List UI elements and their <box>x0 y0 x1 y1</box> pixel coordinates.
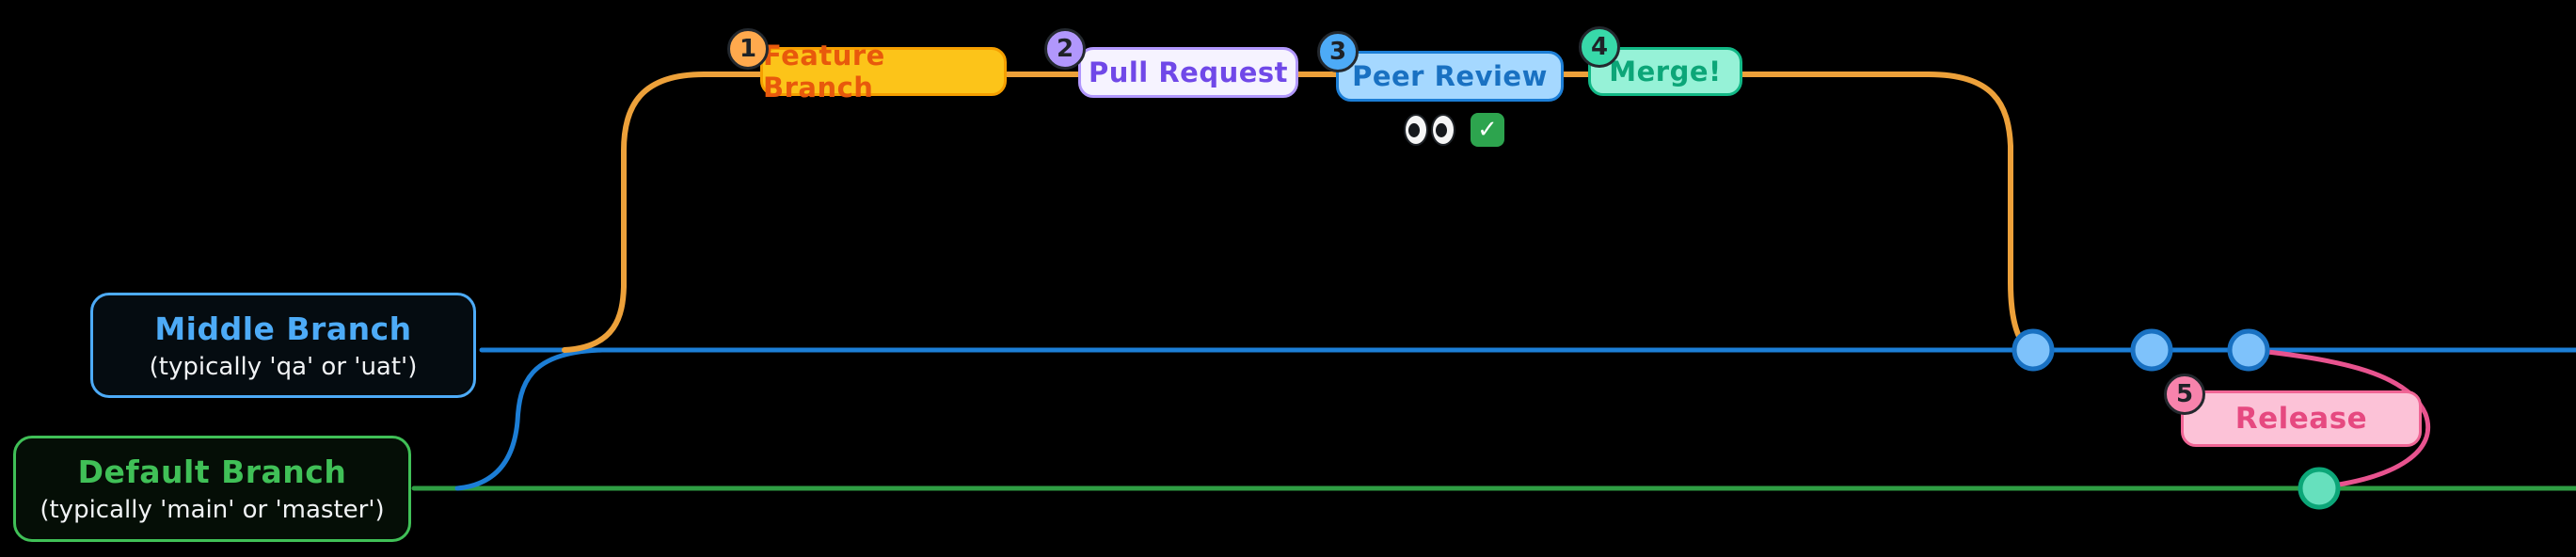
feature-branch-line <box>562 72 2036 353</box>
default-branch-subtitle: (typically 'main' or 'master') <box>40 496 385 524</box>
commit-node <box>2130 328 2173 372</box>
step-label: Feature Branch <box>763 40 885 103</box>
commit-node <box>2227 328 2270 372</box>
middle-branch-title: Middle Branch <box>154 310 412 347</box>
eye-left <box>1404 114 1428 146</box>
branch-up-connector-line <box>454 347 605 491</box>
eyes-icon <box>1404 114 1455 146</box>
step-label: Release <box>2234 402 2368 436</box>
default-branch-label: Default Branch (typically 'main' or 'mas… <box>13 436 411 542</box>
step-1-badge: 1 <box>727 28 769 70</box>
step-peer-review: Peer Review <box>1336 51 1564 102</box>
default-branch-title: Default Branch <box>77 454 347 490</box>
release-commit-node <box>2298 467 2341 510</box>
eye-right <box>1431 114 1455 146</box>
step-merge: Merge! <box>1588 47 1742 96</box>
step-4-badge: 4 <box>1579 26 1620 68</box>
step-3-badge: 3 <box>1317 31 1359 72</box>
middle-branch-label: Middle Branch (typically 'qa' or 'uat') <box>90 293 476 398</box>
step-pull-request: Pull Request <box>1078 47 1298 98</box>
peer-review-icons: ✓ <box>1404 113 1504 147</box>
step-5-badge: 5 <box>2164 374 2205 415</box>
commit-node <box>2012 328 2055 372</box>
step-2-badge: 2 <box>1044 28 1086 70</box>
step-label: Merge! <box>1609 56 1722 88</box>
release-line <box>2248 347 2431 490</box>
step-release: Release <box>2181 390 2422 447</box>
check-icon: ✓ <box>1471 113 1504 147</box>
step-label: Pull Request <box>1088 56 1289 88</box>
step-label: Peer Review <box>1352 60 1548 92</box>
step-feature-branch: Feature Branch <box>760 40 1007 103</box>
middle-branch-subtitle: (typically 'qa' or 'uat') <box>149 352 418 381</box>
